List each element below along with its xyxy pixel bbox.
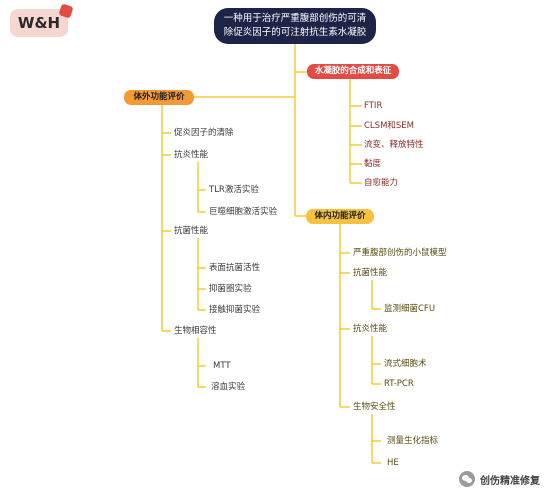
footer-watermark: 创伤精准修复	[459, 471, 540, 487]
hydrogel-item-self-healing: 自愈能力	[364, 178, 399, 188]
invitro-biocompat-label: 生物相容性	[174, 326, 217, 336]
invitro-scavenging: 促炎因子的清除	[174, 128, 234, 138]
hydrogel-item-ftir: FTIR	[364, 101, 383, 111]
logo-text: W&H	[17, 14, 61, 32]
brand-logo: W&H	[10, 3, 74, 37]
invitro-macrophage-assay: 巨噬细胞激活实验	[209, 207, 278, 217]
invivo-branch-node: 体内功能评价	[306, 209, 374, 224]
footer-text: 创伤精准修复	[480, 475, 540, 487]
root-title: 一种用于治疗严重腹部创伤的可清除促炎因子的可注射抗生素水凝胶	[223, 13, 367, 38]
invivo-safety-label: 生物安全性	[353, 402, 396, 412]
invivo-mouse-model: 严重腹部创伤的小鼠模型	[353, 248, 447, 258]
hydrogel-item-viscosity: 黏度	[364, 159, 382, 169]
invivo-rt-pcr: RT-PCR	[384, 379, 414, 389]
invivo-he-staining: HE	[387, 458, 399, 468]
invitro-antibacterial-label: 抗菌性能	[174, 226, 209, 236]
invitro-hemolysis: 溶血实验	[211, 382, 246, 392]
invitro-mtt: MTT	[213, 361, 231, 371]
invitro-contact-inhibition: 接触抑菌实验	[209, 305, 261, 315]
invivo-cfu-monitoring: 监测细菌CFU	[384, 304, 436, 314]
hydrogel-item-rheology: 流变、释放特性	[364, 140, 424, 150]
wechat-icon	[459, 471, 475, 487]
invivo-biochemical-indicators: 测量生化指标	[387, 436, 439, 446]
invitro-surface-antibacterial: 表面抗菌活性	[209, 263, 261, 273]
invitro-antiinflammatory-label: 抗炎性能	[174, 150, 209, 160]
invitro-inhibition-zone: 抑菌圈实验	[209, 284, 252, 294]
invitro-branch-node: 体外功能评价	[124, 90, 194, 105]
hydrogel-item-clsm-sem: CLSM和SEM	[364, 121, 414, 131]
invivo-antibacterial-label: 抗菌性能	[353, 268, 388, 278]
invivo-flow-cytometry: 流式细胞术	[384, 359, 427, 369]
invivo-antiinflammatory-label: 抗炎性能	[353, 324, 388, 334]
root-node: 一种用于治疗严重腹部创伤的可清除促炎因子的可注射抗生素水凝胶	[214, 8, 376, 44]
hydrogel-branch-node: 水凝胶的合成和表征	[307, 64, 399, 79]
invitro-tlr-assay: TLR激活实验	[209, 185, 259, 195]
